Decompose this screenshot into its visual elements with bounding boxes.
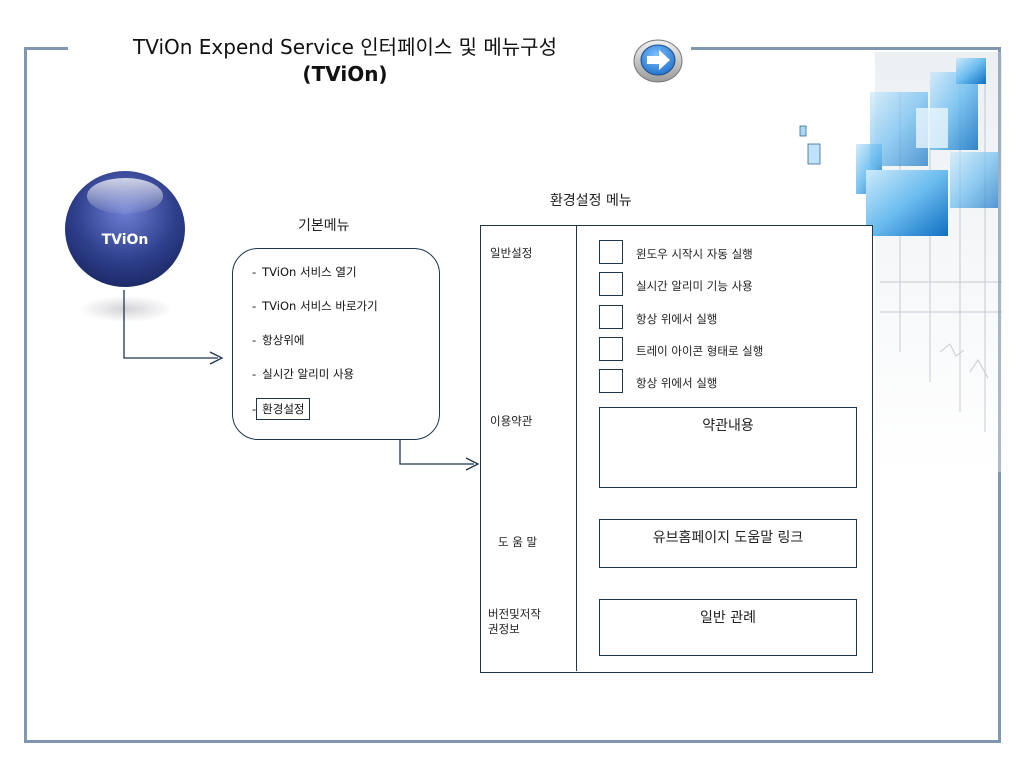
frame-top-left — [24, 47, 68, 50]
frame-left — [24, 47, 27, 743]
arrow-right-icon — [647, 50, 670, 70]
section-help-label: 도 움 말 — [498, 535, 538, 549]
checkbox-tray-icon[interactable] — [599, 337, 623, 361]
tvion-orb — [65, 171, 185, 287]
basic-item-settings[interactable]: -환경설정 — [252, 398, 311, 420]
basic-item-notifier[interactable]: -실시간 알리미 사용 — [252, 367, 355, 381]
basic-menu-heading: 기본메뉴 — [298, 218, 350, 234]
orb-shadow — [80, 296, 172, 322]
glass-cubes-decoration — [799, 52, 1002, 472]
next-button[interactable] — [632, 36, 684, 84]
basic-item-shortcut[interactable]: -TViOn 서비스 바로가기 — [252, 299, 378, 313]
option-always-on-top-label: 항상 위에서 실행 — [636, 312, 718, 326]
title-line-2: (TViOn) — [302, 62, 388, 86]
section-terms-label: 이용약관 — [490, 414, 533, 428]
frame-top-right — [691, 47, 1001, 50]
checkbox-notifier[interactable] — [599, 272, 623, 296]
option-tray-icon-label: 트레이 아이콘 형태로 실행 — [636, 344, 764, 358]
checkbox-always-on-top[interactable] — [599, 305, 623, 329]
settings-divider — [576, 226, 578, 671]
basic-item-always-on-top[interactable]: -항상위에 — [252, 333, 305, 347]
option-always-on-top-2-label: 항상 위에서 실행 — [636, 376, 718, 390]
settings-menu-heading: 환경설정 메뉴 — [550, 193, 632, 209]
section-version-label: 버전및저작 권정보 — [488, 607, 541, 636]
basic-item-open-service[interactable]: -TViOn 서비스 열기 — [252, 265, 357, 279]
settings-highlight: 환경설정 — [256, 398, 311, 420]
section-general-label: 일반설정 — [490, 246, 533, 260]
option-notifier-label: 실시간 알리미 기능 사용 — [636, 279, 753, 293]
help-link-box[interactable]: 유브홈페이지 도움말 링크 — [599, 519, 857, 568]
option-autostart-label: 윈도우 시작시 자동 실행 — [636, 247, 753, 261]
orb-label: TViOn — [101, 232, 149, 248]
page-title: TViOn Expend Service 인터페이스 및 메뉴구성 (TViOn… — [70, 34, 620, 88]
checkbox-autostart[interactable] — [599, 240, 623, 264]
version-info-box: 일반 관례 — [599, 599, 857, 656]
checkbox-always-on-top-2[interactable] — [599, 369, 623, 393]
title-line-1: TViOn Expend Service 인터페이스 및 메뉴구성 — [133, 35, 557, 59]
frame-bottom — [24, 740, 1001, 743]
terms-content-box: 약관내용 — [599, 407, 857, 488]
